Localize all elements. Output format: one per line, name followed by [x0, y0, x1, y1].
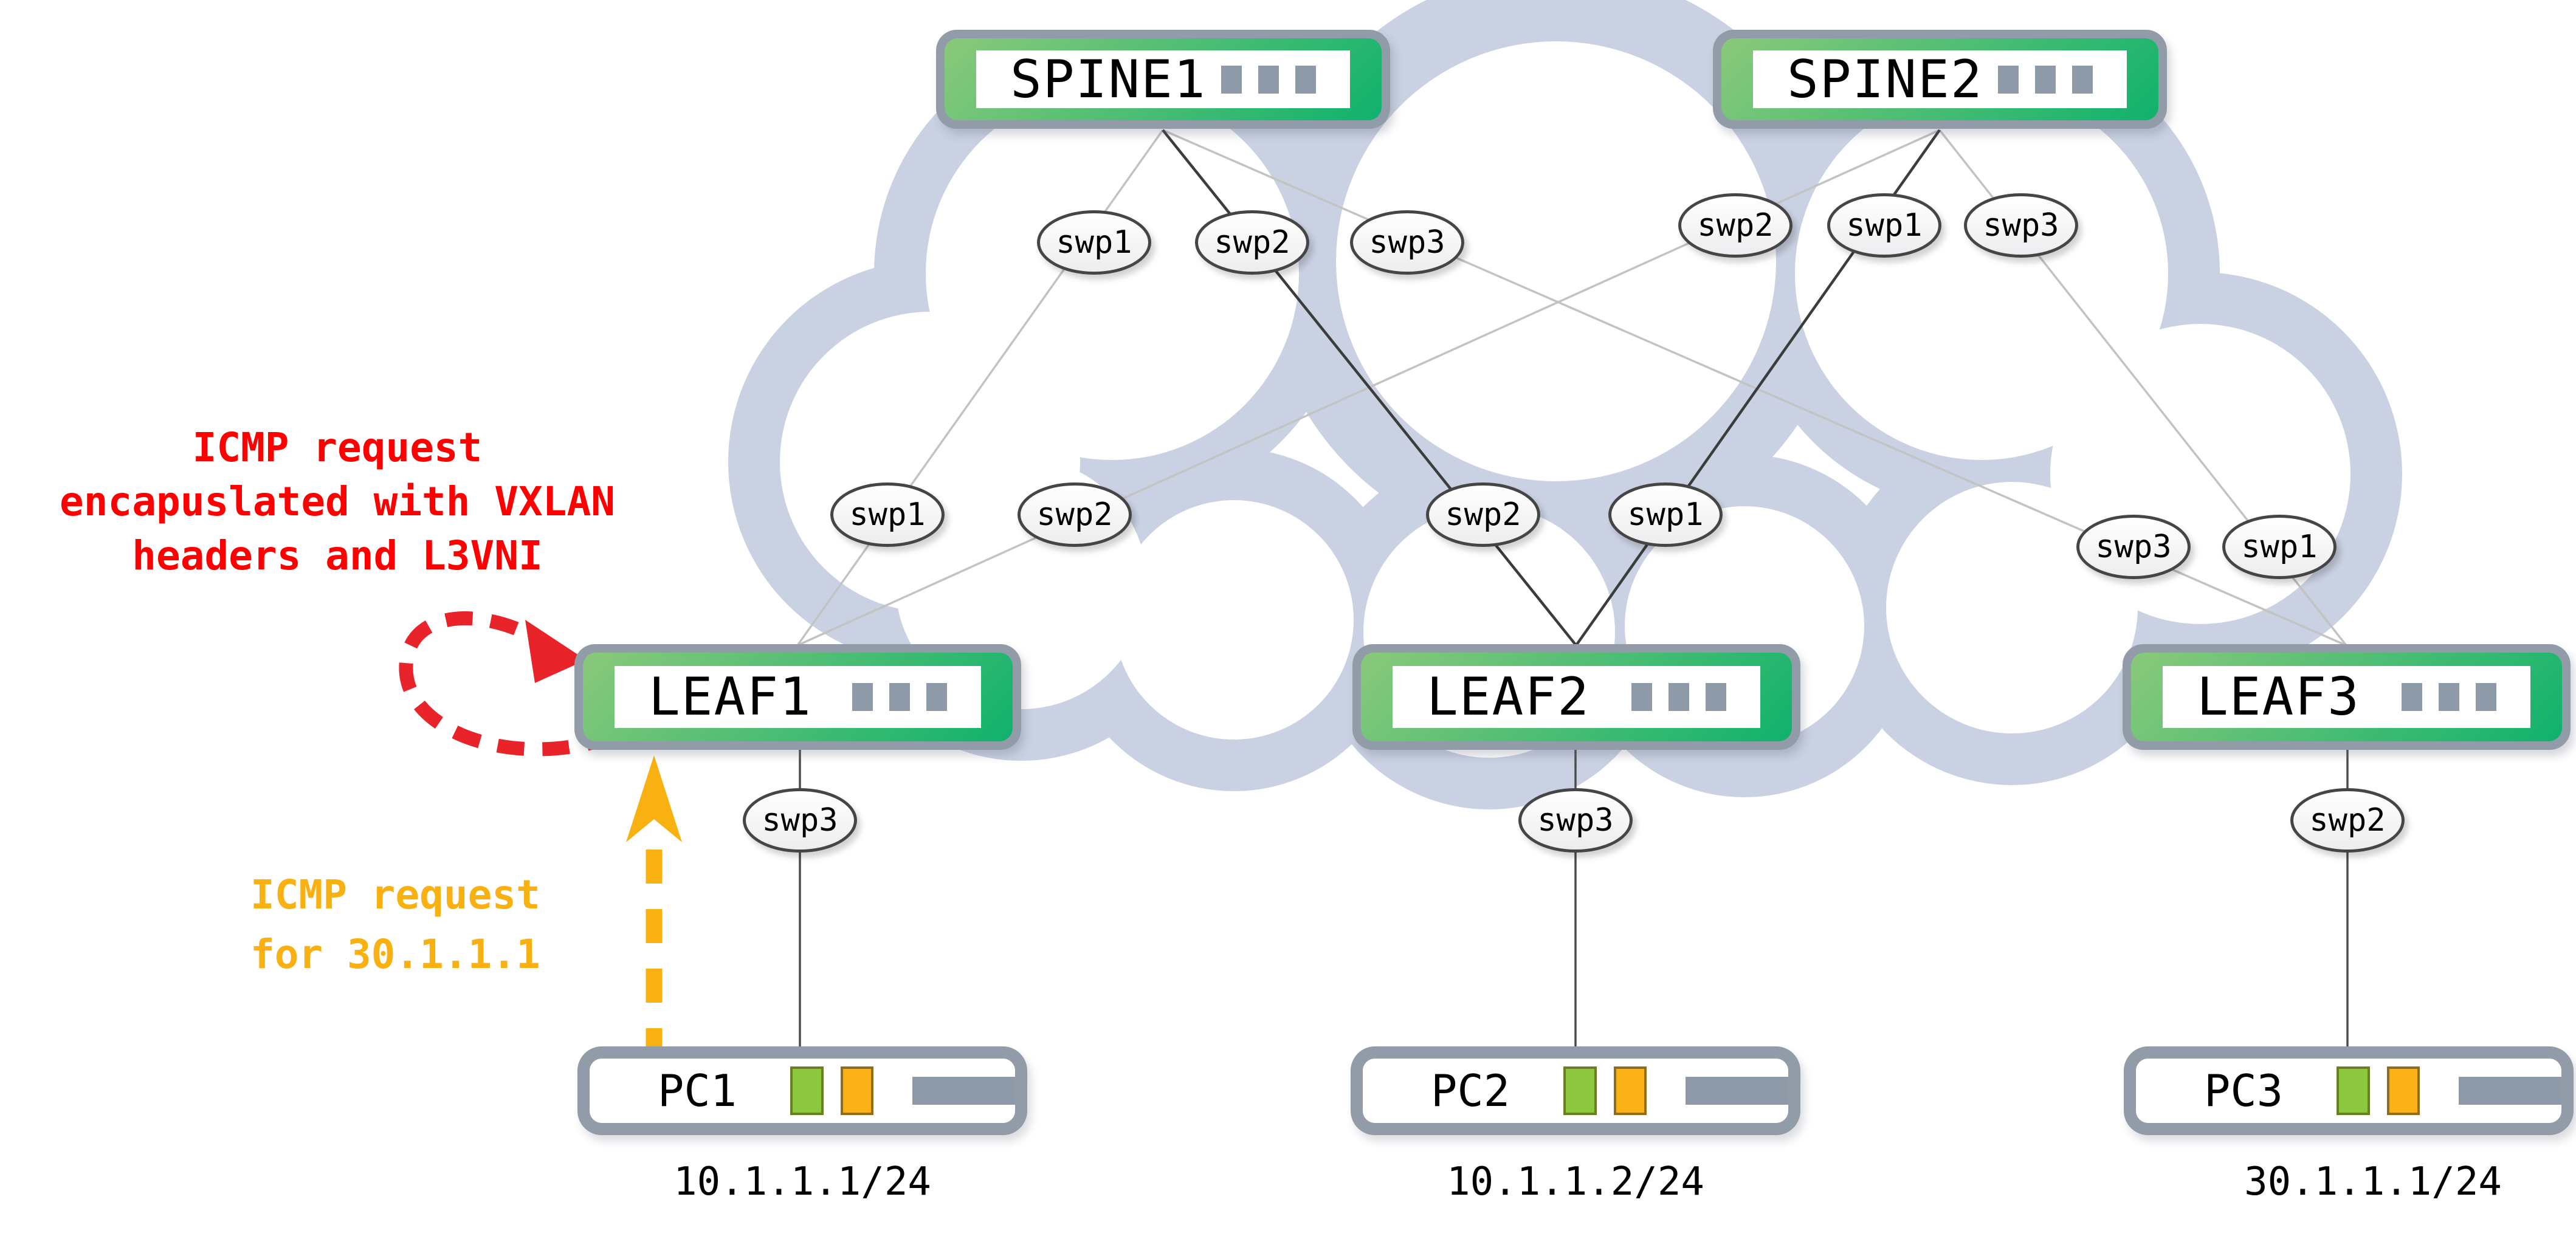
- port-spine2-swp2: swp2: [1678, 193, 1793, 258]
- ellipsis-dots-icon: [2402, 683, 2496, 711]
- spine1-panel: SPINE1: [945, 38, 1382, 120]
- icmp-annotation-line2: for 30.1.1.1: [250, 931, 540, 978]
- leaf1-label: LEAF1: [649, 667, 812, 727]
- ellipsis-dots-icon: [852, 683, 947, 711]
- led-amber-icon: [2386, 1066, 2420, 1115]
- drive-bar-icon: [912, 1077, 1016, 1105]
- port-leaf1-swp2: swp2: [1018, 482, 1132, 547]
- icmp-annotation-line1: ICMP request: [250, 871, 540, 918]
- leaf2-panel: LEAF2: [1361, 653, 1792, 741]
- spine2-switch: SPINE2: [1713, 30, 2167, 129]
- leaf3-switch: LEAF3: [2123, 644, 2571, 750]
- leaf1-panel: LEAF1: [583, 653, 1013, 741]
- leaf3-label: LEAF3: [2197, 667, 2360, 727]
- pc1-host: PC1: [577, 1046, 1027, 1135]
- port-spine1-swp1: swp1: [1037, 210, 1151, 275]
- leaf3-panel: LEAF3: [2131, 653, 2562, 741]
- port-spine1-swp3: swp3: [1350, 210, 1464, 275]
- spine2-panel: SPINE2: [1721, 38, 2158, 120]
- leaf1-switch: LEAF1: [574, 644, 1021, 750]
- led-amber-icon: [840, 1066, 873, 1115]
- port-leaf1-swp1: swp1: [830, 482, 945, 547]
- spine2-label: SPINE2: [1787, 49, 1983, 110]
- vxlan-annotation: ICMP request encapuslated with VXLAN hea…: [24, 421, 650, 583]
- vxlan-annotation-line3: headers and L3VNI: [132, 532, 543, 579]
- pc3-ip-label: 30.1.1.1/24: [2244, 1159, 2502, 1204]
- drive-bar-icon: [2458, 1077, 2562, 1105]
- spine1-label: SPINE1: [1010, 49, 1207, 110]
- port-spine1-swp2: swp2: [1195, 210, 1309, 275]
- ellipsis-dots-icon: [1998, 65, 2093, 94]
- port-leaf3-swp2: swp2: [2290, 788, 2405, 853]
- port-leaf3-swp3: swp3: [2076, 515, 2191, 579]
- ellipsis-dots-icon: [1631, 683, 1726, 711]
- pc2-label: PC2: [1431, 1065, 1510, 1116]
- pc3-host: PC3: [2124, 1046, 2574, 1135]
- pc3-label: PC3: [2204, 1065, 2284, 1116]
- port-leaf1-swp3: swp3: [743, 788, 857, 853]
- led-green-icon: [790, 1066, 824, 1115]
- vxlan-annotation-line1: ICMP request: [192, 424, 483, 471]
- led-amber-icon: [1613, 1066, 1647, 1115]
- port-leaf2-swp3: swp3: [1518, 788, 1633, 853]
- port-spine2-swp3: swp3: [1964, 193, 2078, 258]
- icmp-annotation: ICMP request for 30.1.1.1: [250, 865, 540, 984]
- pc1-label: PC1: [658, 1065, 737, 1116]
- pc1-ip-label: 10.1.1.1/24: [673, 1159, 931, 1204]
- pc2-host: PC2: [1351, 1046, 1800, 1135]
- red-dashed-arrow: [399, 611, 615, 757]
- port-leaf2-swp1: swp1: [1608, 482, 1723, 547]
- spine1-switch: SPINE1: [936, 30, 1390, 129]
- pc2-ip-label: 10.1.1.2/24: [1447, 1159, 1704, 1204]
- yellow-dashed-arrow: [626, 755, 682, 1065]
- vxlan-annotation-line2: encapuslated with VXLAN: [60, 478, 615, 525]
- ellipsis-dots-icon: [1221, 65, 1316, 94]
- port-spine2-swp1: swp1: [1827, 193, 1941, 258]
- leaf2-label: LEAF2: [1427, 667, 1590, 727]
- port-leaf3-swp1: swp1: [2222, 515, 2337, 579]
- port-leaf2-swp2: swp2: [1426, 482, 1540, 547]
- drive-bar-icon: [1685, 1077, 1789, 1105]
- led-green-icon: [1563, 1066, 1597, 1115]
- led-green-icon: [2337, 1066, 2370, 1115]
- leaf2-switch: LEAF2: [1352, 644, 1800, 750]
